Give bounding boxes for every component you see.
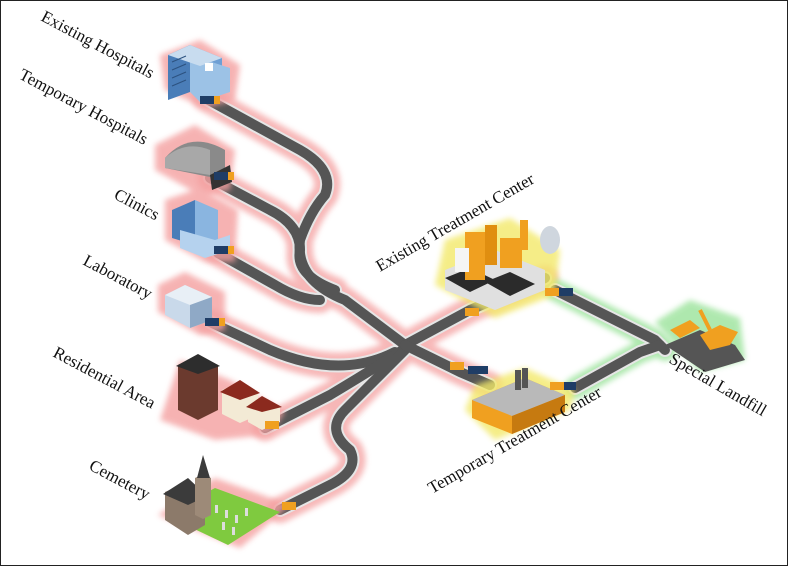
landfill-excavator-icon — [665, 309, 745, 372]
label-residential-area: Residential Area — [50, 343, 159, 413]
residential-houses-icon — [176, 354, 282, 430]
treatment-plant-icon — [445, 220, 560, 310]
truck-icon — [200, 96, 576, 510]
hospital-building-icon — [168, 45, 230, 102]
label-existing-hospitals: Existing Hospitals — [38, 7, 157, 83]
label-cemetery: Cemetery — [86, 456, 154, 504]
temporary-plant-icon — [472, 368, 565, 434]
temporary-shelter-icon — [165, 141, 232, 190]
label-clinics: Clinics — [111, 185, 162, 224]
label-laboratory: Laboratory — [80, 251, 156, 303]
label-temporary-hospitals: Temporary Hospitals — [16, 65, 151, 149]
church-cemetery-icon — [163, 455, 280, 545]
road-network — [198, 91, 672, 517]
